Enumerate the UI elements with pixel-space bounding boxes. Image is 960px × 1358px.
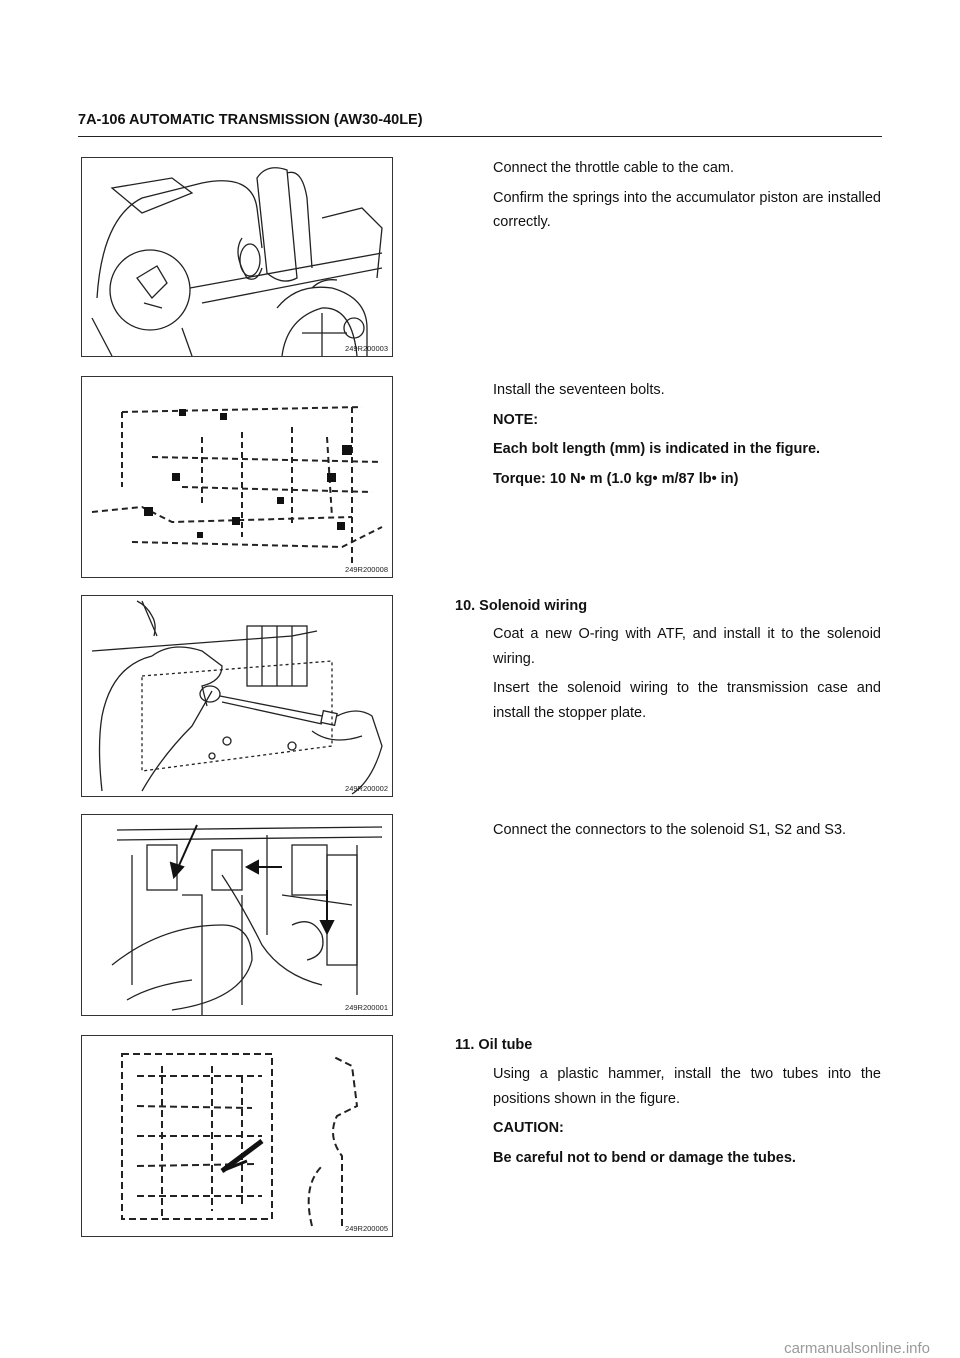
instruction-text: Coat a new O-ring with ATF, and install …	[493, 626, 881, 667]
torque-spec: Torque: 10 N• m (1.0 kg• m/87 lb• in)	[493, 470, 739, 487]
figure-valve-body-bolts: 249R200008	[81, 376, 393, 578]
note-label: NOTE:	[493, 411, 539, 428]
instruction-text: Insert the solenoid wiring to the transm…	[493, 680, 881, 721]
note-text: Each bolt length (mm) is indicated in th…	[493, 441, 821, 457]
watermark: carmanualsonline.info	[784, 1340, 930, 1357]
solenoid-wiring-instructions: Coat a new O-ring with ATF, and install …	[493, 622, 881, 730]
caution-label: CAUTION:	[493, 1120, 564, 1136]
figure-solenoid-wiring: 249R200002	[81, 595, 393, 797]
solenoid-wiring-install-illustration	[91, 600, 383, 795]
instruction-text: Connect the throttle cable to the cam.	[493, 160, 734, 176]
figure-solenoid-connectors: 249R200001	[81, 814, 393, 1016]
valve-body-bolts-diagram	[91, 406, 383, 567]
figure-throttle-cable: 249R200003	[81, 157, 393, 357]
step-title-oil-tube: 11. Oil tube	[455, 1037, 533, 1053]
figure-code: 249R200002	[345, 784, 388, 793]
figure-code: 249R200005	[345, 1224, 388, 1233]
header-rule	[78, 136, 882, 137]
instruction-text: Confirm the springs into the accumulator…	[493, 189, 881, 231]
step-title-solenoid-wiring: 10. Solenoid wiring	[455, 598, 588, 614]
throttle-cable-instructions: Connect the throttle cable to the cam. C…	[493, 156, 881, 240]
figure-code: 249R200001	[345, 1003, 388, 1012]
figure-code: 249R200003	[345, 344, 388, 353]
oil-tube-instructions: Using a plastic hammer, install the two …	[493, 1062, 881, 1175]
connector-instructions: Connect the connectors to the solenoid S…	[493, 818, 881, 848]
figure-code: 249R200008	[345, 565, 388, 574]
instruction-text: Using a plastic hammer, install the two …	[493, 1066, 881, 1107]
instruction-text: Install the seventeen bolts.	[493, 382, 665, 398]
bolt-instructions: Install the seventeen bolts. NOTE: Each …	[493, 378, 881, 496]
caution-text: Be careful not to bend or damage the tub…	[493, 1149, 796, 1166]
oil-tube-install-diagram	[121, 1053, 359, 1227]
instruction-text: Connect the connectors to the solenoid S…	[493, 822, 847, 838]
figure-oil-tube: 249R200005	[81, 1035, 393, 1237]
solenoid-connectors-illustration	[111, 824, 383, 1015]
throttle-cable-cam-illustration	[91, 167, 383, 356]
page-header: 7A-106 AUTOMATIC TRANSMISSION (AW30-40LE…	[78, 112, 423, 128]
